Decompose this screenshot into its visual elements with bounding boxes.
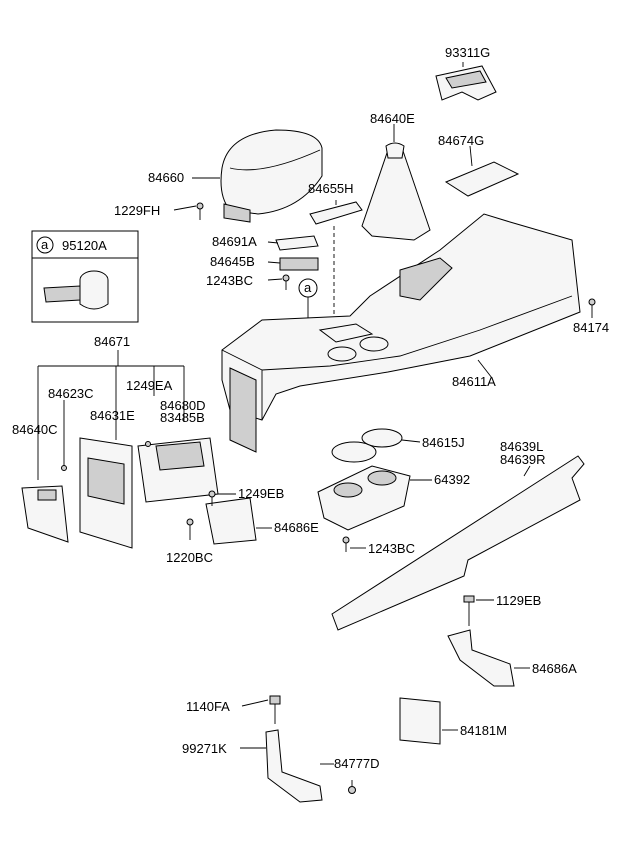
part-label-1243bc-bottom: 1243BC <box>368 541 415 556</box>
callout-marker: a <box>41 237 49 252</box>
bracket-84686e <box>186 490 272 545</box>
part-label-1129eb: 1129EB <box>496 593 541 608</box>
part-label-84671: 84671 <box>94 334 130 349</box>
part-label-64392: 64392 <box>434 472 470 487</box>
clip-84174 <box>588 298 596 318</box>
part-label-99271k: 99271K <box>182 741 227 756</box>
console-body <box>221 213 581 453</box>
lower-cover-84640c <box>21 485 69 543</box>
part-label-1220bc: 1220BC <box>166 550 213 565</box>
part-label-84611a: 84611A <box>452 374 496 389</box>
part-label-84686a: 84686A <box>532 661 577 676</box>
part-label-1243bc-top: 1243BC <box>206 273 253 288</box>
bracket-84686a <box>447 595 530 687</box>
assembly-bracket-84671 <box>37 350 185 480</box>
shift-indicator-bezel <box>435 62 497 101</box>
side-trim-panel <box>331 455 585 631</box>
part-label-84655h: 84655H <box>308 181 354 196</box>
part-label-84691a: 84691A <box>212 234 257 249</box>
shift-boot <box>361 124 431 241</box>
screw-1243bc-top <box>267 274 290 290</box>
cupholder-64392 <box>317 465 432 552</box>
part-label-84615j: 84615J <box>422 435 465 450</box>
part-label-84660: 84660 <box>148 170 184 185</box>
part-label-84686e: 84686E <box>274 520 319 535</box>
part-label-1140fa: 1140FA <box>186 699 230 714</box>
part-label-84640e: 84640E <box>370 111 415 126</box>
latch-bracket-84645b <box>267 257 319 271</box>
armrest-lid <box>192 129 323 223</box>
part-label-1249eb: 1249EB <box>238 486 284 501</box>
accessory-socket-callout: a 95120A <box>31 230 139 323</box>
latch-bracket-84691a <box>267 235 319 251</box>
front-bezel-84631e <box>61 400 133 549</box>
part-label-1249ea: 1249EA <box>126 378 173 393</box>
part-label-84174: 84174 <box>573 320 609 335</box>
storage-tray-84680d <box>137 437 219 503</box>
cupholder-lids-84615j <box>331 428 421 463</box>
svg-text:a: a <box>304 280 312 295</box>
part-label-95120a: 95120A <box>62 238 107 253</box>
part-label-1229fh: 1229FH <box>114 203 160 218</box>
bracket-99271k <box>240 695 356 803</box>
pad-84181m <box>399 697 458 745</box>
console-cover-strip <box>309 200 363 320</box>
part-label-84639l: 84639L <box>500 439 543 454</box>
part-label-84639r: 84639R <box>500 452 546 467</box>
part-label-84623c: 84623C <box>48 386 94 401</box>
part-label-84674g: 84674G <box>438 133 484 148</box>
console-tray-mat <box>444 145 520 197</box>
part-label-84645b: 84645B <box>210 254 255 269</box>
part-label-84181m: 84181M <box>460 723 507 738</box>
part-label-84640c: 84640C <box>12 422 58 437</box>
console-marker: a <box>298 278 318 318</box>
screw-1229fh <box>173 202 204 220</box>
part-label-84777d: 84777D <box>334 756 380 771</box>
part-label-84631e: 84631E <box>90 408 135 423</box>
part-label-93311g: 93311G <box>445 45 490 60</box>
part-label-83485b: 83485B <box>160 410 205 425</box>
part-label-84680d: 84680D <box>160 398 206 413</box>
accessory-socket-icon <box>43 270 109 310</box>
